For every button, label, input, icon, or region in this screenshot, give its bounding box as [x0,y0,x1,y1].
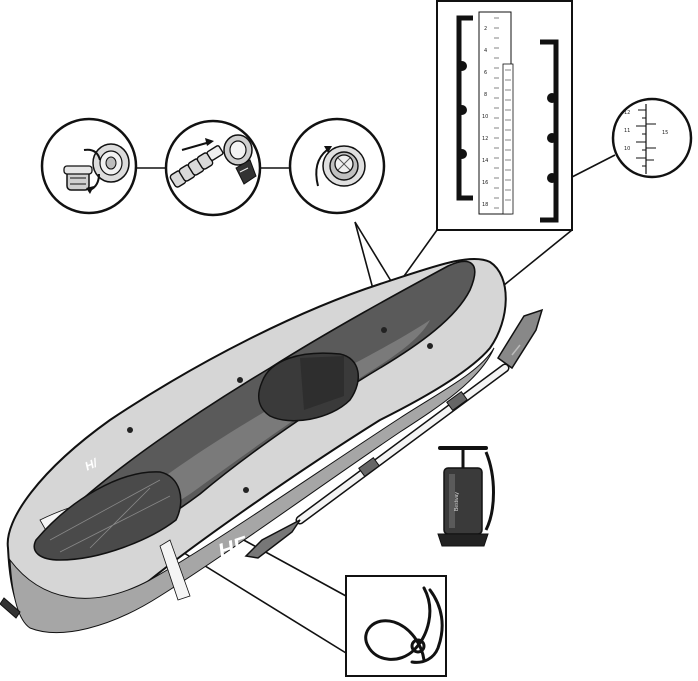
detail-ruler-zoom: 12 11 10 15 [611,97,693,179]
ruler-label: 16 [482,180,488,186]
kayak-body: HF HYDRO H/ [0,257,507,634]
detail-valve-cap [40,117,138,215]
paddle [244,308,544,559]
ruler-ticks [494,17,511,209]
detail-valve-close [288,117,386,215]
ruler-label: 2 [484,26,487,32]
ruler-label: 6 [484,70,487,76]
pump-hose-icon [169,134,257,188]
rope-detail [345,575,447,677]
zoom-label: 12 [624,110,630,116]
zoom-label: 11 [624,128,630,134]
seat-ruler-detail: 2 4 6 8 10 12 14 16 18 [436,0,573,231]
ruler-label: 18 [482,202,488,208]
zoom-label: 15 [662,130,668,136]
ruler-scale-labels: 2 4 6 8 10 12 14 16 18 [482,26,488,208]
ruler-label: 4 [484,48,487,54]
zoom-label: 10 [624,146,630,152]
ruler-label: 10 [482,114,488,120]
hand-pump: Bestway [437,446,495,547]
detail-pump-hose [164,119,262,217]
ruler-label: 12 [482,136,488,142]
valve-close-icon [315,145,366,187]
ruler-label: 14 [482,158,488,164]
pump-brand: Bestway [454,492,460,511]
ruler-label: 8 [484,92,487,98]
rope-icon [364,586,444,664]
valve-cap-icon [63,143,130,194]
